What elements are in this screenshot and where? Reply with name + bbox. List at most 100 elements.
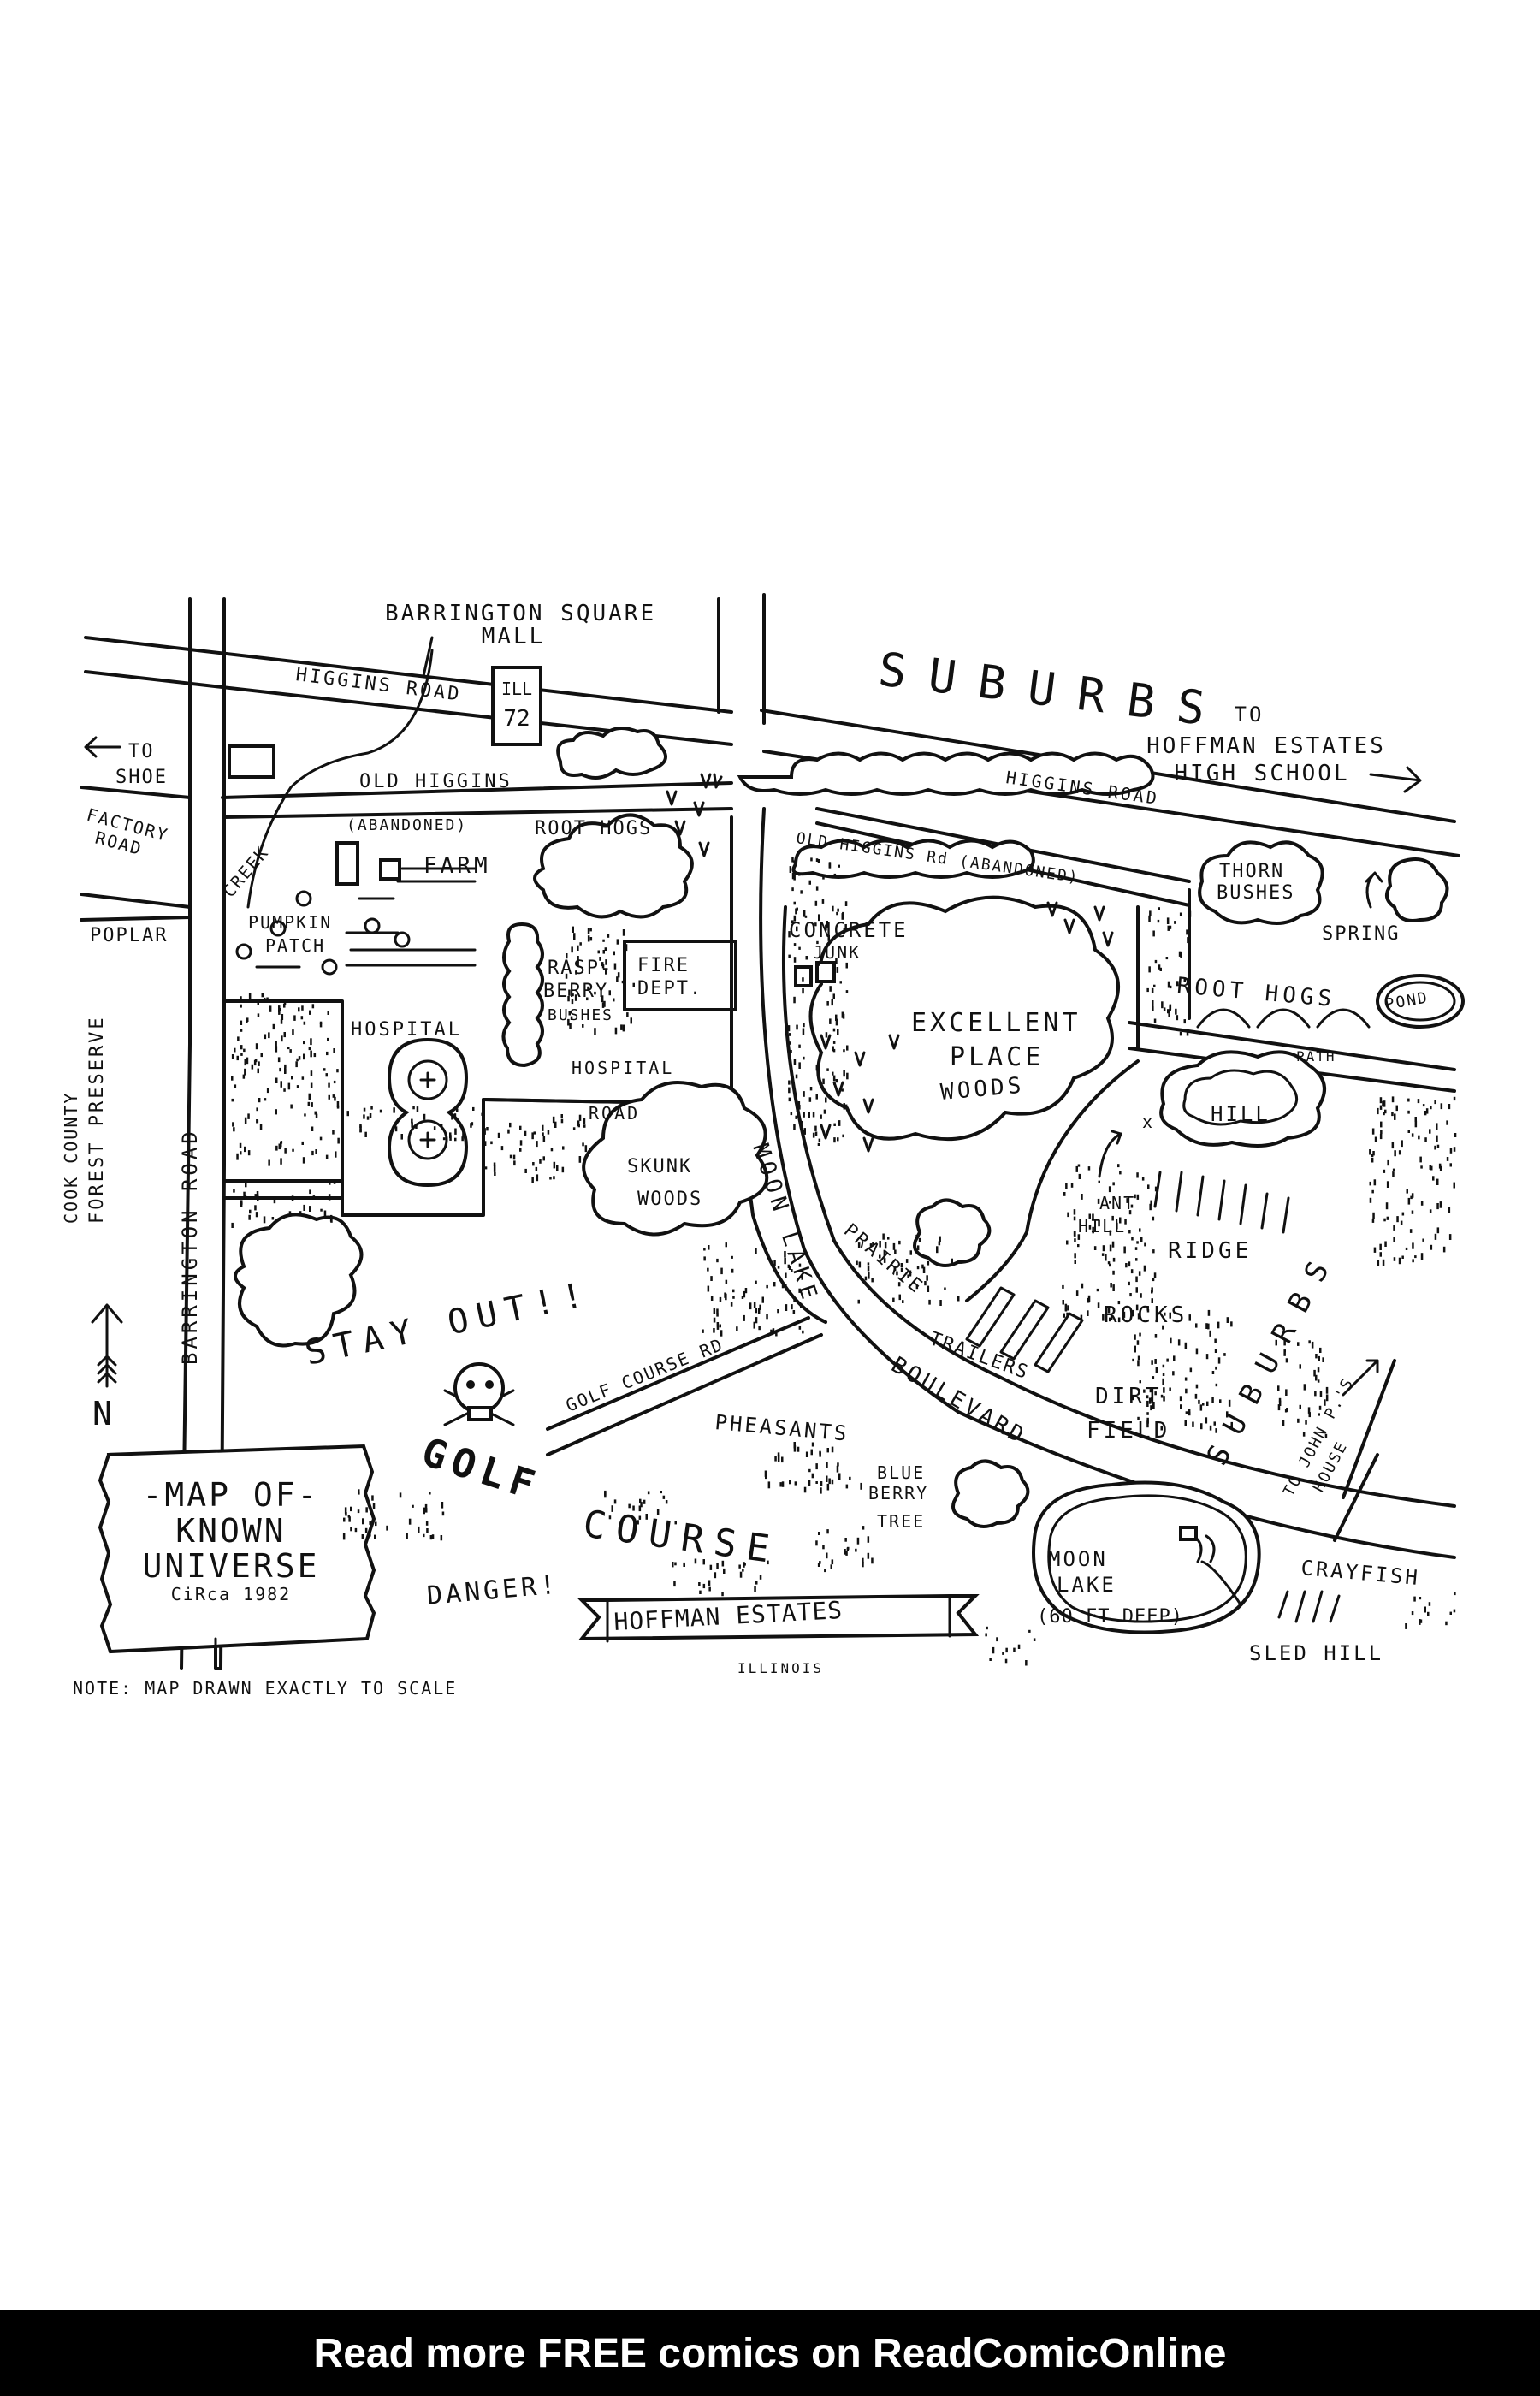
stipple-mark bbox=[909, 1250, 912, 1255]
cook-county-label: COOK COUNTY bbox=[61, 1092, 81, 1224]
stipple-mark bbox=[1152, 930, 1155, 937]
stipple-mark bbox=[281, 1014, 284, 1020]
route-72-label: 72 bbox=[503, 706, 530, 732]
stipple-mark bbox=[1074, 1231, 1076, 1237]
stipple-mark bbox=[1073, 1209, 1076, 1215]
stipple-mark bbox=[1077, 1234, 1081, 1240]
stipple-mark bbox=[616, 939, 619, 945]
stipple-mark bbox=[814, 1125, 817, 1131]
stipple-mark bbox=[613, 951, 615, 956]
stipple-mark bbox=[1123, 1246, 1126, 1254]
stipple-mark bbox=[1150, 1405, 1152, 1411]
stipple-mark bbox=[244, 1117, 247, 1124]
skull-icon bbox=[443, 1362, 515, 1426]
stipple-mark bbox=[536, 1141, 538, 1148]
stipple-mark bbox=[1420, 1253, 1424, 1260]
stipple-mark bbox=[1453, 1609, 1456, 1613]
stipple-mark bbox=[441, 1502, 444, 1509]
stipple-mark bbox=[789, 1033, 791, 1036]
stipple-mark bbox=[587, 935, 590, 942]
to-shoe-label: SHOE bbox=[116, 767, 168, 788]
stipple-mark bbox=[303, 1053, 305, 1060]
stipple-mark bbox=[793, 1442, 796, 1449]
stipple-mark bbox=[1154, 1186, 1158, 1192]
stipple-mark bbox=[702, 1329, 704, 1333]
stipple-mark bbox=[1166, 917, 1170, 924]
stipple-mark bbox=[898, 1240, 901, 1245]
stipple-mark bbox=[1369, 1181, 1371, 1186]
stipple-mark bbox=[257, 1068, 259, 1074]
stipple-mark bbox=[1136, 1241, 1139, 1244]
stipple-mark bbox=[1379, 1243, 1382, 1250]
stipple-mark bbox=[1141, 1177, 1145, 1181]
promo-footer: Read more FREE comics on ReadComicOnline bbox=[0, 2310, 1540, 2396]
stipple-mark bbox=[567, 1018, 570, 1026]
stipple-mark bbox=[1177, 1339, 1181, 1346]
stipple-mark bbox=[1325, 1394, 1329, 1402]
stipple-mark bbox=[307, 1101, 311, 1106]
stipple-mark bbox=[313, 1053, 317, 1058]
read-more-link[interactable]: Read more FREE comics on ReadComicOnline bbox=[313, 2330, 1227, 2376]
stipple-mark bbox=[288, 1211, 292, 1217]
stipple-mark bbox=[1198, 1399, 1200, 1404]
stipple-mark bbox=[301, 1141, 304, 1145]
stipple-mark bbox=[753, 1302, 756, 1308]
stipple-mark bbox=[490, 1141, 493, 1145]
stipple-mark bbox=[1154, 1359, 1157, 1364]
to-shoe-to-label: TO bbox=[128, 741, 155, 762]
stipple-mark bbox=[1449, 1163, 1452, 1167]
stipple-mark bbox=[406, 1533, 408, 1539]
stipple-mark bbox=[1107, 1261, 1111, 1265]
stipple-mark bbox=[539, 1159, 542, 1164]
dept-label: DEPT. bbox=[637, 978, 702, 999]
stipple-mark bbox=[719, 1324, 721, 1328]
stipple-mark bbox=[939, 1236, 941, 1242]
stipple-mark bbox=[825, 924, 827, 931]
stipple-mark bbox=[836, 1465, 839, 1473]
stipple-mark bbox=[884, 1242, 887, 1249]
stipple-mark bbox=[1102, 1314, 1105, 1321]
stipple-mark bbox=[784, 1257, 786, 1265]
stipple-mark bbox=[553, 1161, 556, 1169]
stipple-mark bbox=[1005, 1647, 1008, 1653]
stipple-mark bbox=[1112, 1270, 1115, 1275]
creek-label: CREEK bbox=[218, 842, 273, 901]
stipple-mark bbox=[374, 1534, 376, 1539]
stipple-mark bbox=[844, 1104, 848, 1107]
stipple-mark bbox=[826, 1552, 828, 1559]
stipple-mark bbox=[298, 1056, 301, 1060]
moon-label: MOON bbox=[1048, 1547, 1108, 1571]
stipple-mark bbox=[791, 1269, 793, 1272]
stipple-mark bbox=[672, 1562, 674, 1568]
stipple-mark bbox=[1406, 1189, 1408, 1194]
stipple-mark bbox=[826, 1001, 829, 1006]
stipple-mark bbox=[638, 1505, 642, 1512]
stipple-mark bbox=[336, 1069, 339, 1073]
stipple-mark bbox=[1409, 1229, 1413, 1233]
stipple-mark bbox=[835, 1018, 838, 1026]
stipple-mark bbox=[549, 1177, 552, 1180]
stipple-mark bbox=[1153, 1272, 1157, 1278]
stipple-mark bbox=[1078, 1173, 1081, 1179]
stipple-mark bbox=[921, 1264, 924, 1269]
stipple-mark bbox=[542, 1156, 545, 1161]
stipple-mark bbox=[275, 1046, 278, 1053]
stipple-mark bbox=[1167, 1009, 1170, 1013]
stipple-mark bbox=[1111, 1241, 1115, 1248]
stipple-mark bbox=[902, 1300, 904, 1303]
stipple-mark bbox=[826, 1448, 829, 1453]
stipple-mark bbox=[766, 1314, 768, 1320]
stipple-mark bbox=[1445, 1621, 1448, 1626]
stipple-mark bbox=[616, 976, 619, 982]
stipple-mark bbox=[1442, 1246, 1446, 1253]
stipple-mark bbox=[1325, 1386, 1329, 1394]
stipple-mark bbox=[830, 1564, 832, 1569]
stipple-mark bbox=[1179, 1031, 1182, 1036]
stipple-mark bbox=[1153, 984, 1156, 987]
stipple-mark bbox=[292, 1148, 294, 1152]
stipple-mark bbox=[832, 973, 835, 978]
stipple-mark bbox=[797, 1101, 801, 1106]
stipple-mark bbox=[1154, 1391, 1157, 1396]
stipple-mark bbox=[231, 1054, 234, 1059]
stipple-mark bbox=[379, 1109, 382, 1113]
